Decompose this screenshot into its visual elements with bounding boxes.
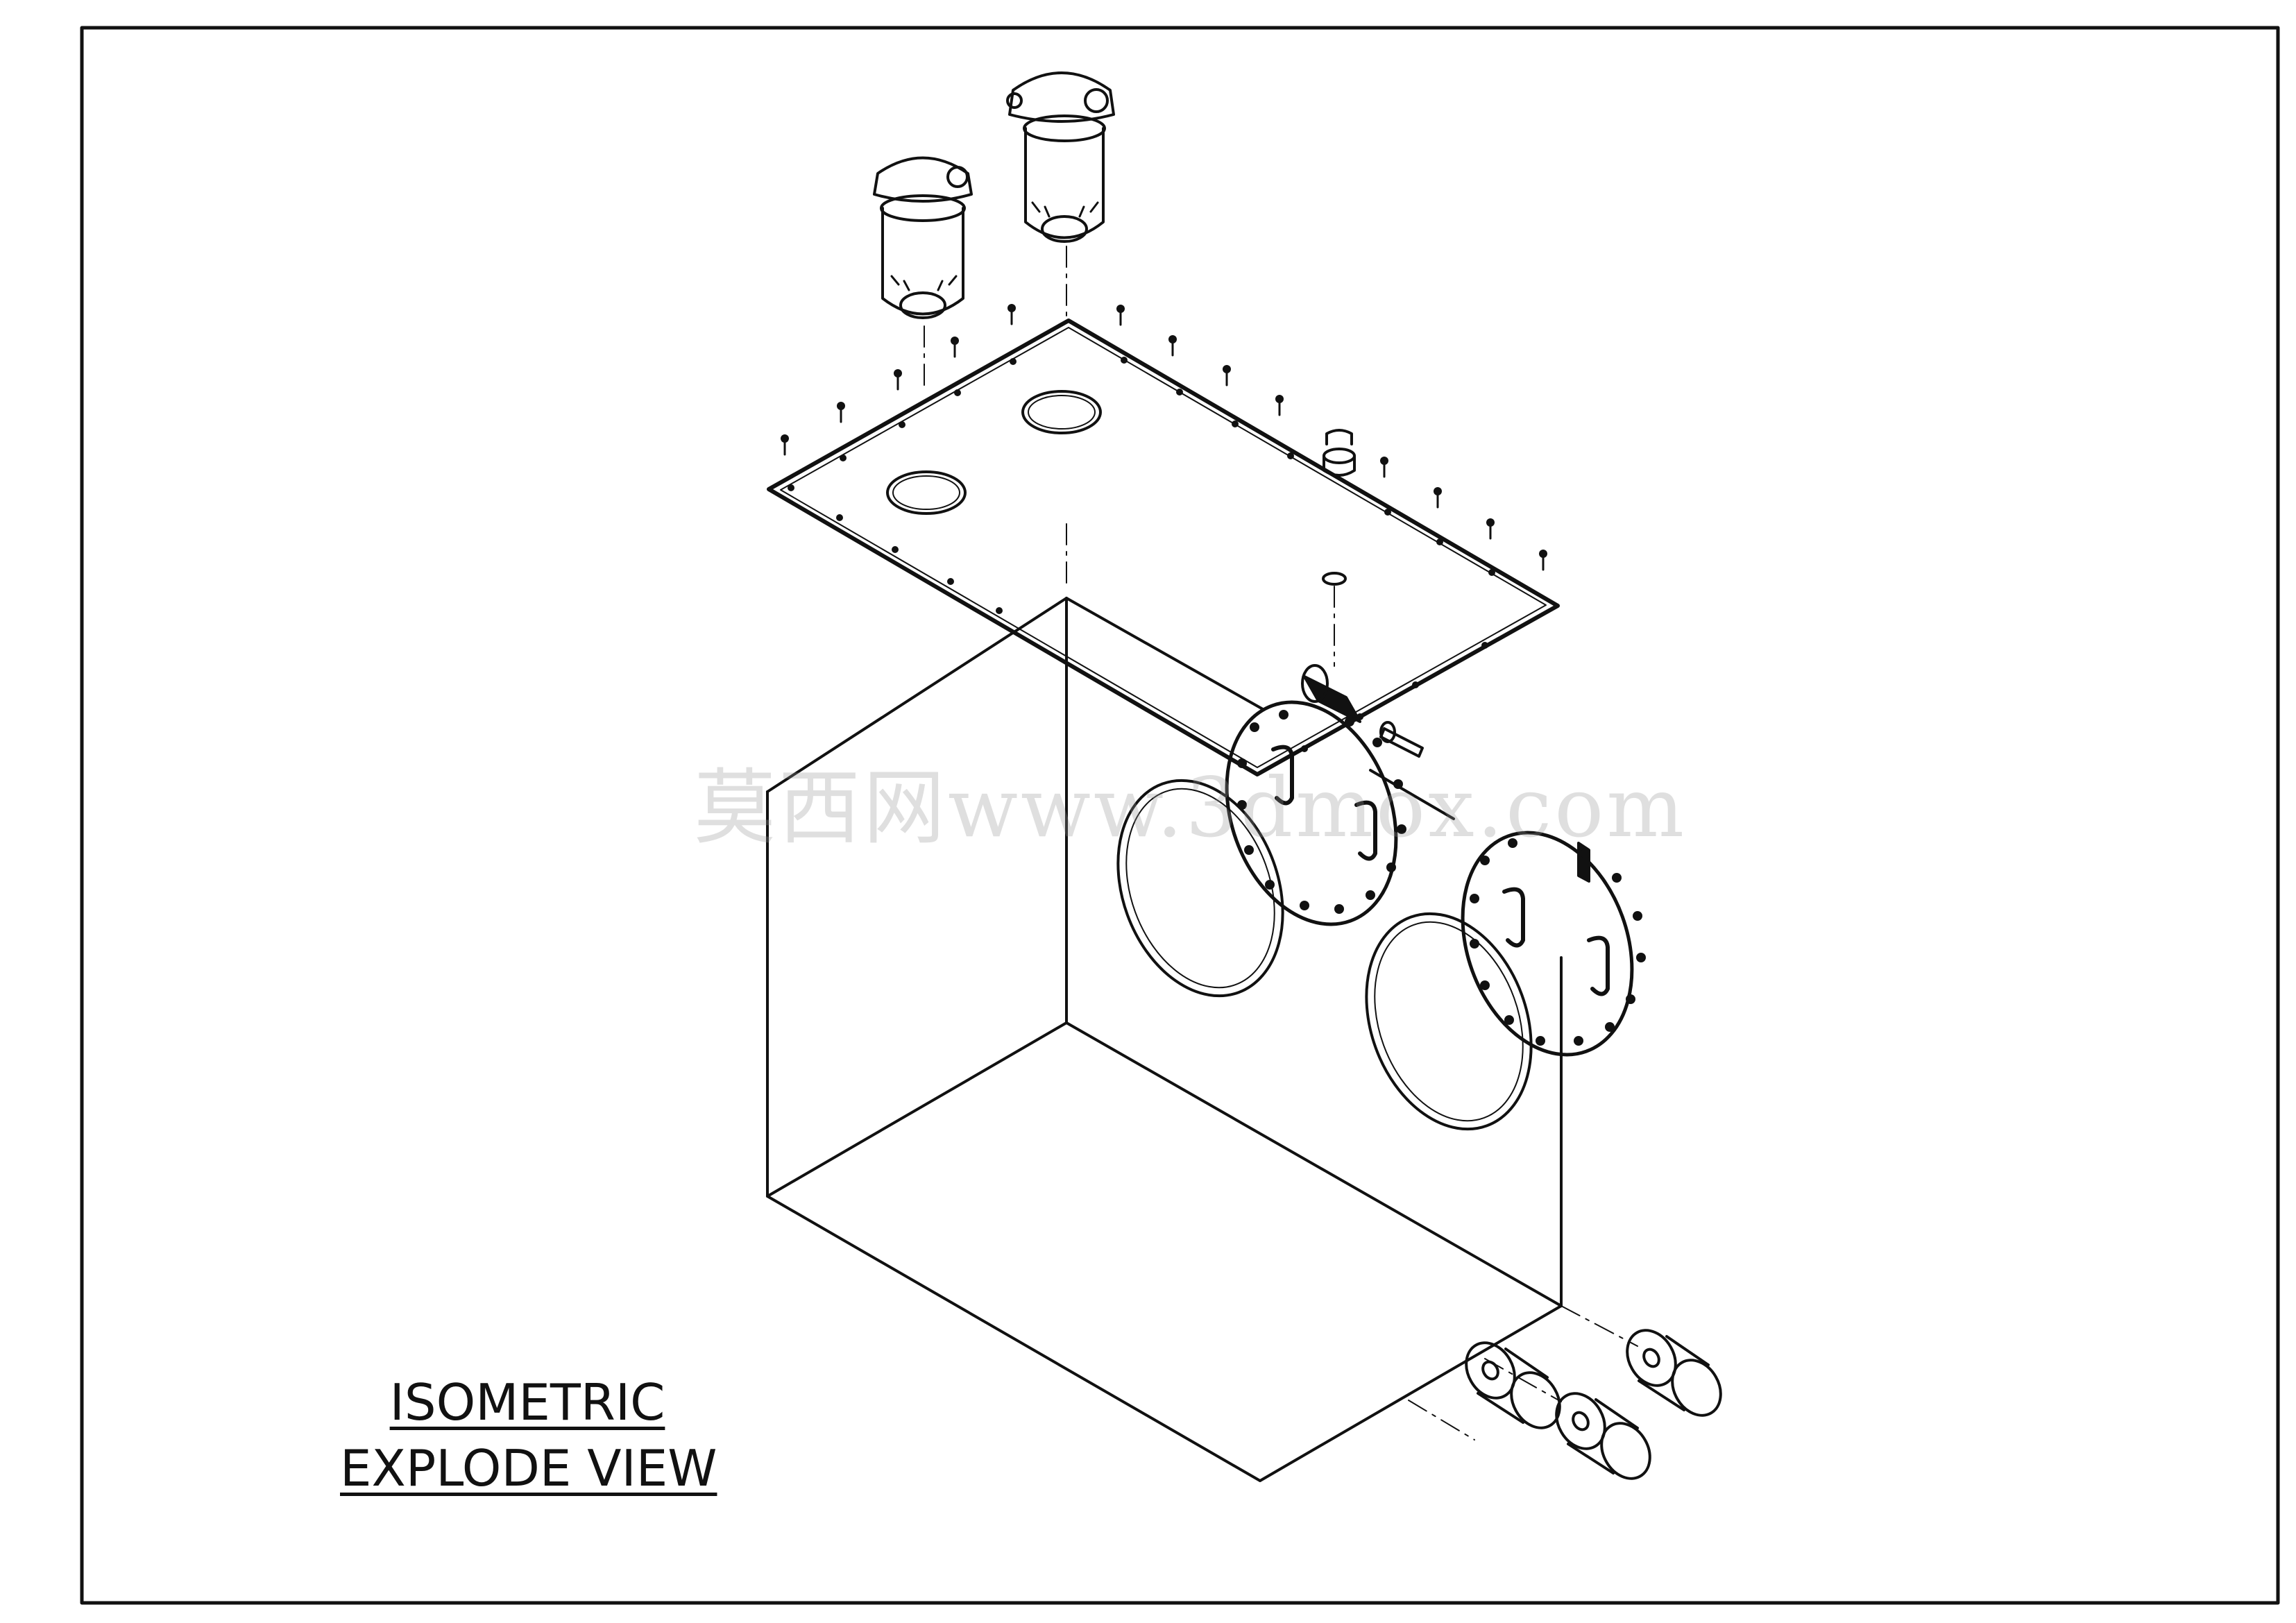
return-filter-left (873, 156, 973, 389)
explode-centerlines (1066, 523, 1638, 1441)
breather-cap (1323, 429, 1356, 477)
level-gauge (1301, 572, 1424, 758)
cleanout-gasket-right (1365, 912, 1533, 1131)
mounting-pad-1 (1465, 1341, 1561, 1429)
return-filter-right (1006, 71, 1115, 320)
cleanout-cover-right (1461, 831, 1634, 1057)
mounting-pad-2 (1555, 1392, 1651, 1480)
cleanout-cover-left (1225, 700, 1398, 926)
filter-port-right (1021, 390, 1102, 434)
sheet-border (80, 26, 2280, 1605)
mounting-pad-3 (1626, 1329, 1722, 1417)
cover-screws (1237, 710, 1646, 1046)
caption-isometric: ISOMETRIC (389, 1373, 665, 1431)
cover-plate (767, 318, 1560, 776)
caption-explode-view: EXPLODE VIEW (340, 1439, 717, 1497)
tank-body (766, 597, 1563, 1482)
filter-port-left (886, 470, 967, 515)
watermark: 莫西网www.3dmox.com (694, 760, 1687, 856)
cleanout-gasket-left (1116, 779, 1284, 998)
cover-bolts (783, 309, 1545, 571)
